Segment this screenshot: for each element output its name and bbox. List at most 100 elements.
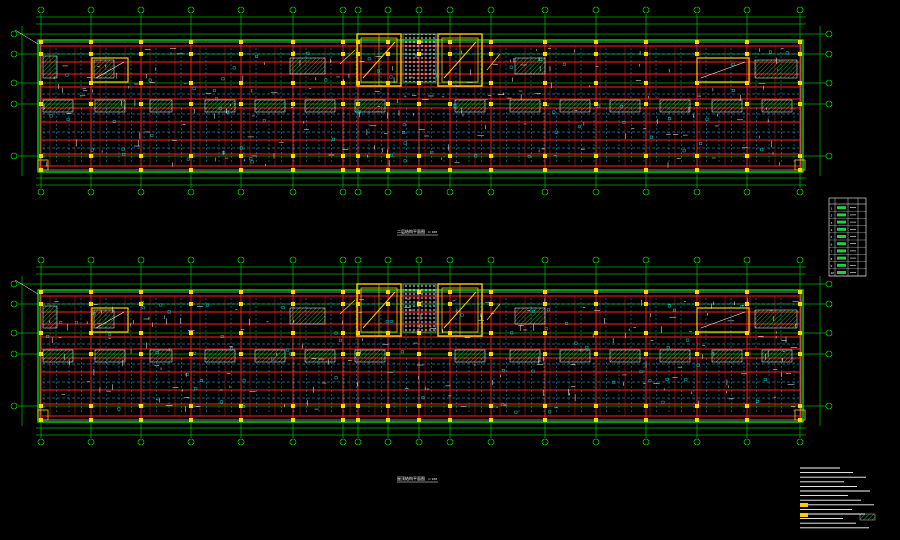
column [356,331,360,335]
plan-scale-upper: 1:100 [428,230,437,234]
schedule-row-number: 9 [831,264,833,268]
small-detail-box [281,306,285,310]
column [39,154,43,158]
small-detail-box [250,160,254,164]
column [745,81,749,85]
small-detail-box [731,62,735,66]
stair-diagonal [95,311,125,329]
small-detail-box [574,341,578,345]
column-edge [39,40,43,44]
column-edge [386,418,390,422]
column [89,154,93,158]
column [489,52,493,56]
column-edge [543,40,547,44]
hatched-slab [761,349,793,363]
small-detail-box [769,50,772,54]
small-detail-box [262,119,266,123]
axis-bubble-top [187,256,195,264]
axis-bubble-top [642,256,650,264]
hatched-room-right [754,309,798,329]
hatched-slab [659,349,691,363]
stair-leader [339,49,356,65]
column [239,52,243,56]
column [798,352,802,356]
column-edge [291,418,295,422]
axis-bubble-bottom [339,438,347,446]
small-detail-box [148,78,152,82]
axis-bubble-right [825,350,833,358]
schedule-swatch [837,235,846,238]
small-detail-box [121,147,125,151]
small-detail-box [665,377,669,381]
hatched-slab [609,99,641,113]
column [89,102,93,106]
column [239,352,243,356]
axis-bubble-top [339,6,347,14]
small-detail-box [226,110,229,114]
column-edge [594,290,598,294]
corner-detail-left [37,409,49,421]
column-edge [644,290,648,294]
axis-bubble-left [10,350,18,358]
small-detail-box [402,123,406,127]
small-detail-box [221,151,225,155]
column [356,302,360,306]
axis-bubble-top [384,6,392,14]
small-detail-box [385,320,389,324]
small-detail-box [430,151,434,154]
column [239,331,243,335]
corner-detail-right [794,409,806,421]
column [745,404,749,408]
plan-title-lower: 屋顶结构平面图 [397,475,425,481]
small-detail-box [389,75,393,79]
column [489,154,493,158]
small-detail-box [453,104,457,108]
schedule-row-number: 3 [831,221,833,225]
small-detail-box [255,54,259,58]
axis-bubble-bottom [487,188,495,196]
column [644,352,648,356]
small-detail-box [112,120,116,124]
column [386,404,390,408]
plan-caption-upper: 二层结构平面图 1:100 [397,228,438,236]
column-edge [594,418,598,422]
note-symbol [800,503,808,507]
column-edge [489,418,493,422]
small-detail-box [185,372,189,376]
column [139,404,143,408]
axis-bubble-right [825,30,833,38]
hatched-slab [711,99,743,113]
hatched-slab [304,349,336,363]
axis-bubble-bottom [796,188,804,196]
floor-plan-upper [10,6,833,196]
small-detail-box [141,306,145,310]
small-detail-box [271,357,275,361]
hatched-slab [149,349,173,363]
axis-bubble-top [693,256,701,264]
stair-box [91,307,129,333]
column [386,154,390,158]
axis-bubble-bottom [693,188,701,196]
hatched-slab [609,349,641,363]
column [745,154,749,158]
schedule-row-number: 1 [831,206,833,210]
axis-bubble-left [10,300,18,308]
small-detail-box [597,104,601,108]
column [448,331,452,335]
axis-bubble-bottom [541,188,549,196]
column [139,154,143,158]
column-edge [417,418,421,422]
axis-bubble-top [487,6,495,14]
axis-bubble-top [796,256,804,264]
small-detail-box [218,106,222,110]
column-edge [356,168,360,172]
column [543,302,547,306]
column [189,102,193,106]
small-detail-box [334,331,338,335]
column [745,302,749,306]
hatched-slab [94,99,126,113]
schedule-swatch [837,256,846,260]
small-detail-box [46,335,50,338]
